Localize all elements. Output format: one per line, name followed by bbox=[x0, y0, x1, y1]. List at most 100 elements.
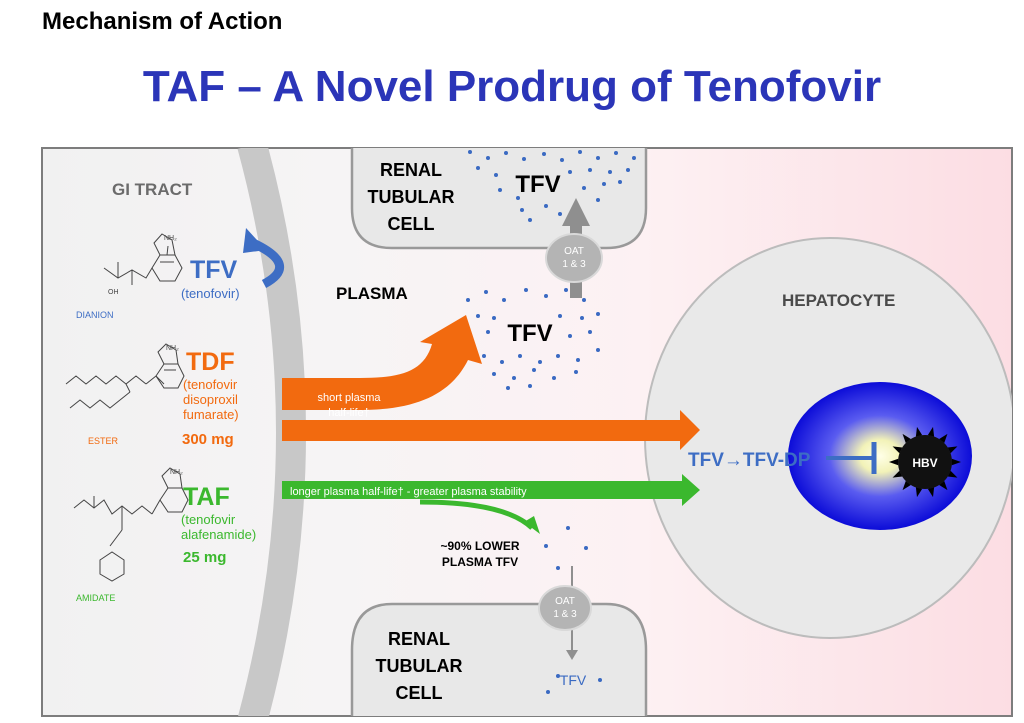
taf-drug-sub-1: (tenofovir bbox=[181, 512, 236, 527]
tdf-structure bbox=[65, 343, 185, 409]
tfv-dot bbox=[504, 151, 508, 155]
tfv-dot bbox=[520, 208, 524, 212]
renal-label-top: RENAL TUBULAR CELL bbox=[368, 160, 455, 234]
tfv-dot bbox=[552, 376, 556, 380]
tfv-dot bbox=[580, 316, 584, 320]
tfv-dot bbox=[528, 218, 532, 222]
tfv-dot bbox=[626, 168, 630, 172]
tfv-dot bbox=[578, 150, 582, 154]
tfv-dot bbox=[568, 334, 572, 338]
tfv-dot bbox=[556, 566, 560, 570]
hbv-spike bbox=[947, 446, 958, 454]
taf-form-label: AMIDATE bbox=[76, 593, 115, 603]
tdf-straight-arrow bbox=[282, 410, 700, 450]
tfv-dot bbox=[558, 212, 562, 216]
taf-straight-arrow bbox=[282, 474, 700, 506]
tfv-dot bbox=[584, 546, 588, 550]
tfv-dot bbox=[500, 360, 504, 364]
tfv-dot bbox=[556, 674, 560, 678]
oat-transporter-top bbox=[545, 233, 603, 283]
tfv-dot bbox=[560, 158, 564, 162]
tfv-dot bbox=[596, 348, 600, 352]
tfv-dots-low bbox=[544, 526, 588, 570]
hbv-spike bbox=[889, 458, 899, 466]
tfv-dot bbox=[602, 182, 606, 186]
tfv-dot bbox=[528, 384, 532, 388]
tdf-drug-name: TDF bbox=[186, 348, 235, 376]
tfv-dot bbox=[568, 170, 572, 174]
tfv-dot bbox=[466, 298, 470, 302]
tfv-dot bbox=[588, 330, 592, 334]
tfv-conversion-label: TFV→TFV-DP bbox=[688, 450, 811, 471]
tfv-dot bbox=[522, 157, 526, 161]
taf-arrow-label: longer plasma half-life† - greater plasm… bbox=[290, 486, 527, 498]
svg-text:TUBULAR: TUBULAR bbox=[376, 656, 463, 676]
hbv-virion bbox=[898, 435, 952, 489]
tfv-oh: OH bbox=[108, 289, 119, 296]
tdf-arrow-label-1: short plasma bbox=[318, 392, 382, 404]
lower-tfv-label-2: PLASMA TFV bbox=[442, 555, 518, 569]
tfv-dot bbox=[512, 376, 516, 380]
tfv-dot bbox=[618, 180, 622, 184]
tdf-drug-sub-2: disoproxil bbox=[183, 392, 238, 407]
hbv-spikes bbox=[889, 426, 961, 498]
tfv-label-renal-bottom: TFV bbox=[560, 672, 587, 688]
taf-drug-name: TAF bbox=[183, 483, 230, 511]
transport-arrow-head-up bbox=[562, 198, 590, 226]
tfv-dot bbox=[524, 288, 528, 292]
tfv-dot bbox=[546, 690, 550, 694]
tfv-dot bbox=[632, 156, 636, 160]
tdf-curved-arrow bbox=[282, 315, 482, 410]
tdf-dose: 300 mg bbox=[182, 431, 234, 448]
tfv-dot bbox=[502, 298, 506, 302]
tfv-dot bbox=[518, 354, 522, 358]
taf-minor-arrowhead bbox=[524, 516, 540, 534]
tfv-label-plasma: TFV bbox=[507, 320, 552, 347]
tfv-dot bbox=[532, 368, 536, 372]
oat-transporter-bottom bbox=[538, 585, 592, 631]
tfv-dot bbox=[566, 526, 570, 530]
tfv-dot bbox=[556, 354, 560, 358]
tfv-dot bbox=[576, 358, 580, 362]
tfv-dot bbox=[574, 370, 578, 374]
hbv-spike bbox=[915, 426, 923, 437]
tfv-dot bbox=[492, 316, 496, 320]
tfv-dot bbox=[544, 204, 548, 208]
tfv-dot bbox=[542, 152, 546, 156]
tfv-dots-renal-bottom bbox=[546, 674, 602, 694]
tfv-dot bbox=[486, 156, 490, 160]
tfv-dot bbox=[476, 314, 480, 318]
taf-drug-sub-2: alafenamide) bbox=[181, 527, 256, 542]
tfv-dot bbox=[506, 386, 510, 390]
hbv-spike bbox=[902, 480, 911, 491]
tfv-dot bbox=[516, 196, 520, 200]
tfv-dot bbox=[544, 294, 548, 298]
page-title: TAF – A Novel Prodrug of Tenofovir bbox=[142, 62, 882, 111]
gi-tract-label: GI TRACT bbox=[112, 180, 193, 199]
tfv-dots-renal-top bbox=[468, 150, 636, 222]
svg-text:TUBULAR: TUBULAR bbox=[368, 187, 455, 207]
plasma-label: PLASMA bbox=[336, 284, 408, 303]
hbv-spike bbox=[927, 426, 935, 437]
hbv-spike bbox=[927, 487, 935, 498]
tfv-dot bbox=[596, 312, 600, 316]
tdf-form-label: ESTER bbox=[88, 436, 119, 446]
tfv-dot bbox=[588, 168, 592, 172]
tfv-dot bbox=[596, 156, 600, 160]
tfv-dot bbox=[498, 188, 502, 192]
tfv-dot bbox=[476, 166, 480, 170]
tfv-dot bbox=[468, 150, 472, 154]
tfv-drug-sub: (tenofovir) bbox=[181, 286, 240, 301]
oat-label-top-1: OAT bbox=[564, 246, 584, 257]
hepatocyte-nucleus bbox=[788, 382, 972, 530]
tfv-dot bbox=[608, 170, 612, 174]
tdf-drug-sub-3: fumarate) bbox=[183, 407, 239, 422]
tfv-dot bbox=[614, 151, 618, 155]
oat-label-bottom-2: 1 & 3 bbox=[553, 609, 577, 620]
tdf-drug-sub-1: (tenofovir bbox=[183, 377, 238, 392]
tfv-dot bbox=[558, 314, 562, 318]
tdf-nh2: NH₂ bbox=[166, 345, 179, 352]
tfv-label-renal-top: TFV bbox=[515, 171, 560, 198]
tdf-arrow-label-2: half-life† bbox=[328, 407, 370, 419]
tfv-dot bbox=[492, 372, 496, 376]
